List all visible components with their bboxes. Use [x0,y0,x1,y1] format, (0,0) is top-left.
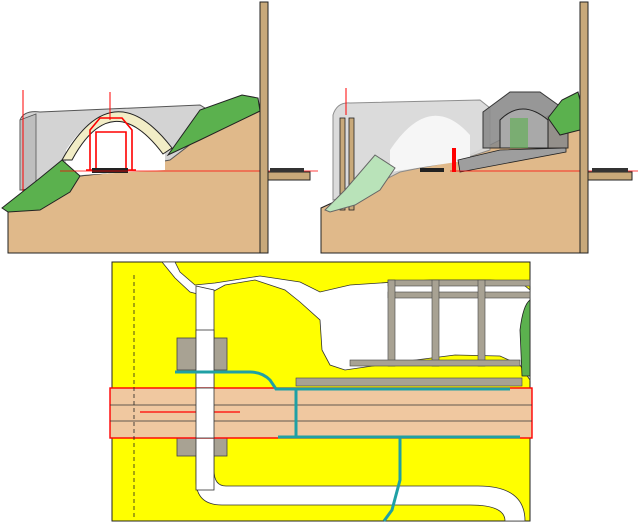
grass-left-lower [1,159,81,213]
pipe-upper [175,370,510,391]
post-right-small-2 [348,117,355,211]
plan-tree [519,299,531,377]
plan-pipes [175,370,520,522]
arch-block-green [510,118,528,148]
plan-bar-upper [295,377,523,387]
plan-building-wall-3 [477,279,486,367]
post-right-small-1 [339,117,346,211]
rail-block-right [420,168,444,172]
post-left [259,1,269,254]
plan-building-wall-2 [431,279,440,367]
plan-building-wall-1 [387,279,396,367]
red-marker-right [452,148,456,172]
grey-ramp-right [457,147,567,173]
section-left [1,1,318,254]
post-right [579,1,589,254]
plan-building-base [349,359,521,367]
plan-column-band [195,387,215,439]
plan-view [109,261,533,522]
grass-right-light [324,154,396,213]
ledge-left [267,171,311,181]
ledge-right-dark [592,168,628,172]
arch-void-right [390,115,470,172]
arch-ring-left [61,111,173,161]
wall-left-shade [19,113,37,191]
rail-block-left [92,168,128,173]
pipe-drop [382,437,402,522]
ledge-right [587,171,633,181]
ledge-left-dark [270,168,304,172]
grass-left-upper [166,94,261,157]
plan-path-left [195,285,526,522]
plan-band [109,387,533,439]
plan-building-top2 [387,291,531,299]
section-right [320,1,638,254]
plan-building-top [387,279,531,287]
plan-building [349,279,531,367]
